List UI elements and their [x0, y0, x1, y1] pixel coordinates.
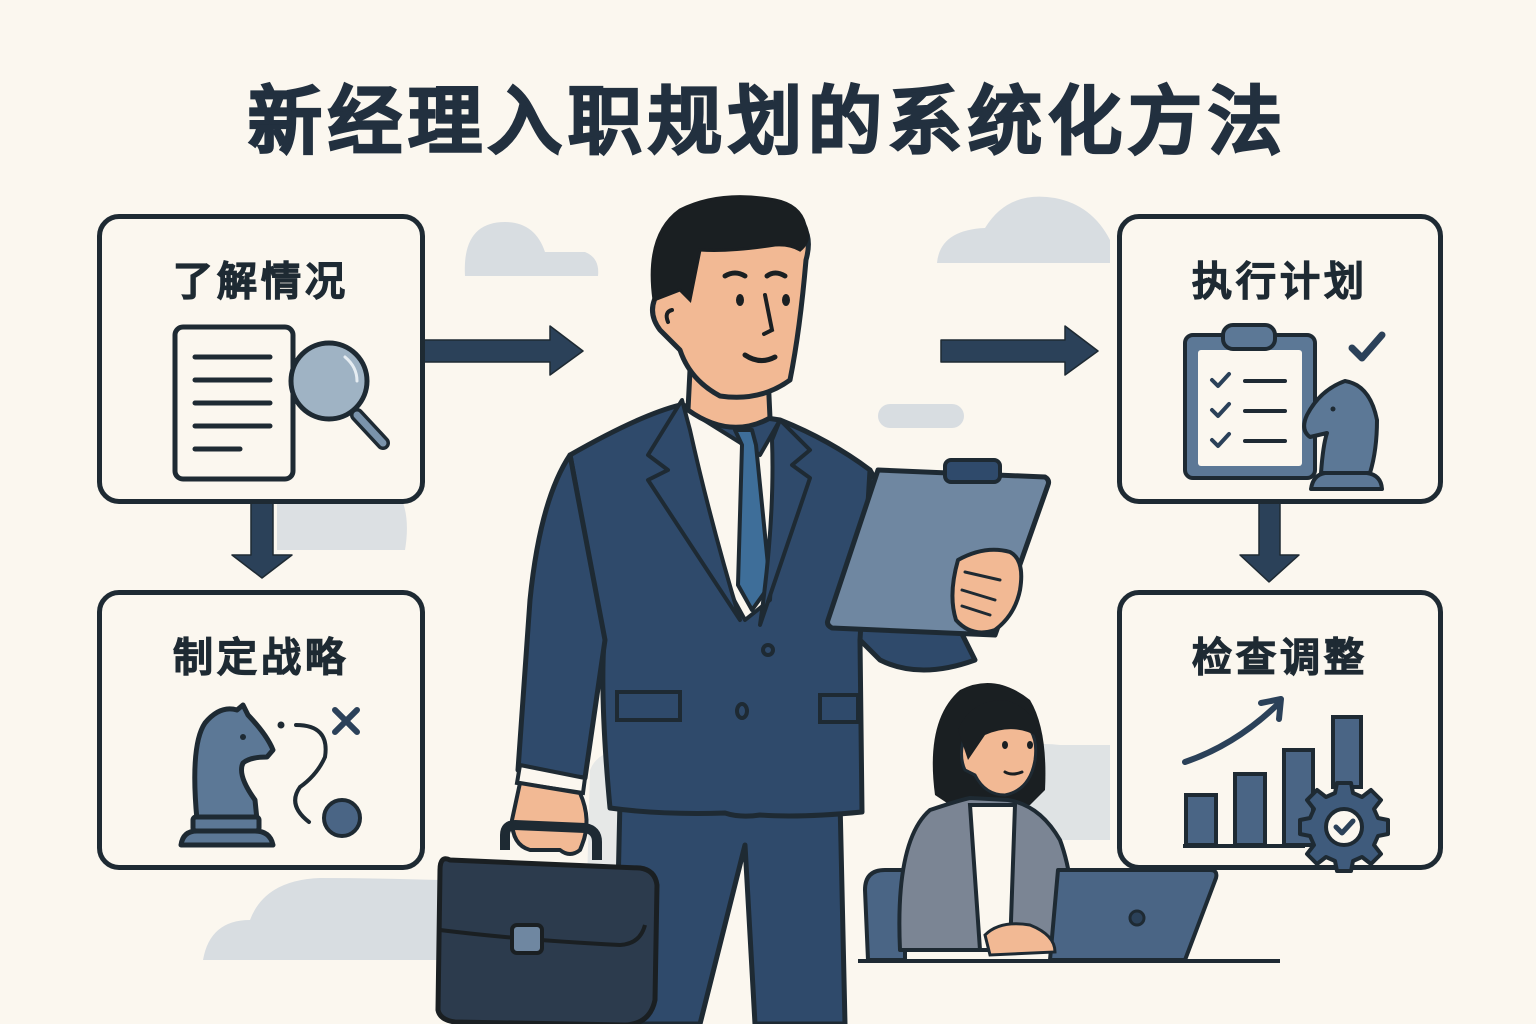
- step-label: 制定战略: [173, 635, 349, 682]
- clipboard-checklist-knight-icon: [1183, 323, 1386, 491]
- laptop-icon: [1048, 868, 1219, 962]
- step-card-review: 检查调整: [1117, 590, 1443, 873]
- step-label: 检查调整: [1192, 635, 1368, 682]
- arrow-down-2: [1239, 499, 1300, 583]
- arrow-right-2: [940, 325, 1099, 376]
- step-card-strategy: 制定战略: [97, 590, 425, 870]
- page-title: 新经理入职规划的系统化方法: [247, 78, 1288, 166]
- chess-knight-strategy-icon: [178, 702, 362, 848]
- arrow-down-1: [231, 499, 293, 579]
- step-label: 了解情况: [173, 259, 349, 306]
- briefcase-icon: [435, 819, 660, 1024]
- document-magnifier-icon: [172, 324, 390, 482]
- step-card-execute: 执行计划: [1117, 214, 1443, 504]
- step-card-understand: 了解情况: [97, 214, 425, 504]
- gear-icon: [1298, 781, 1390, 873]
- arrow-right-1: [423, 325, 584, 376]
- bar-chart-gear-icon: [1182, 696, 1390, 873]
- step-label: 执行计划: [1192, 259, 1368, 306]
